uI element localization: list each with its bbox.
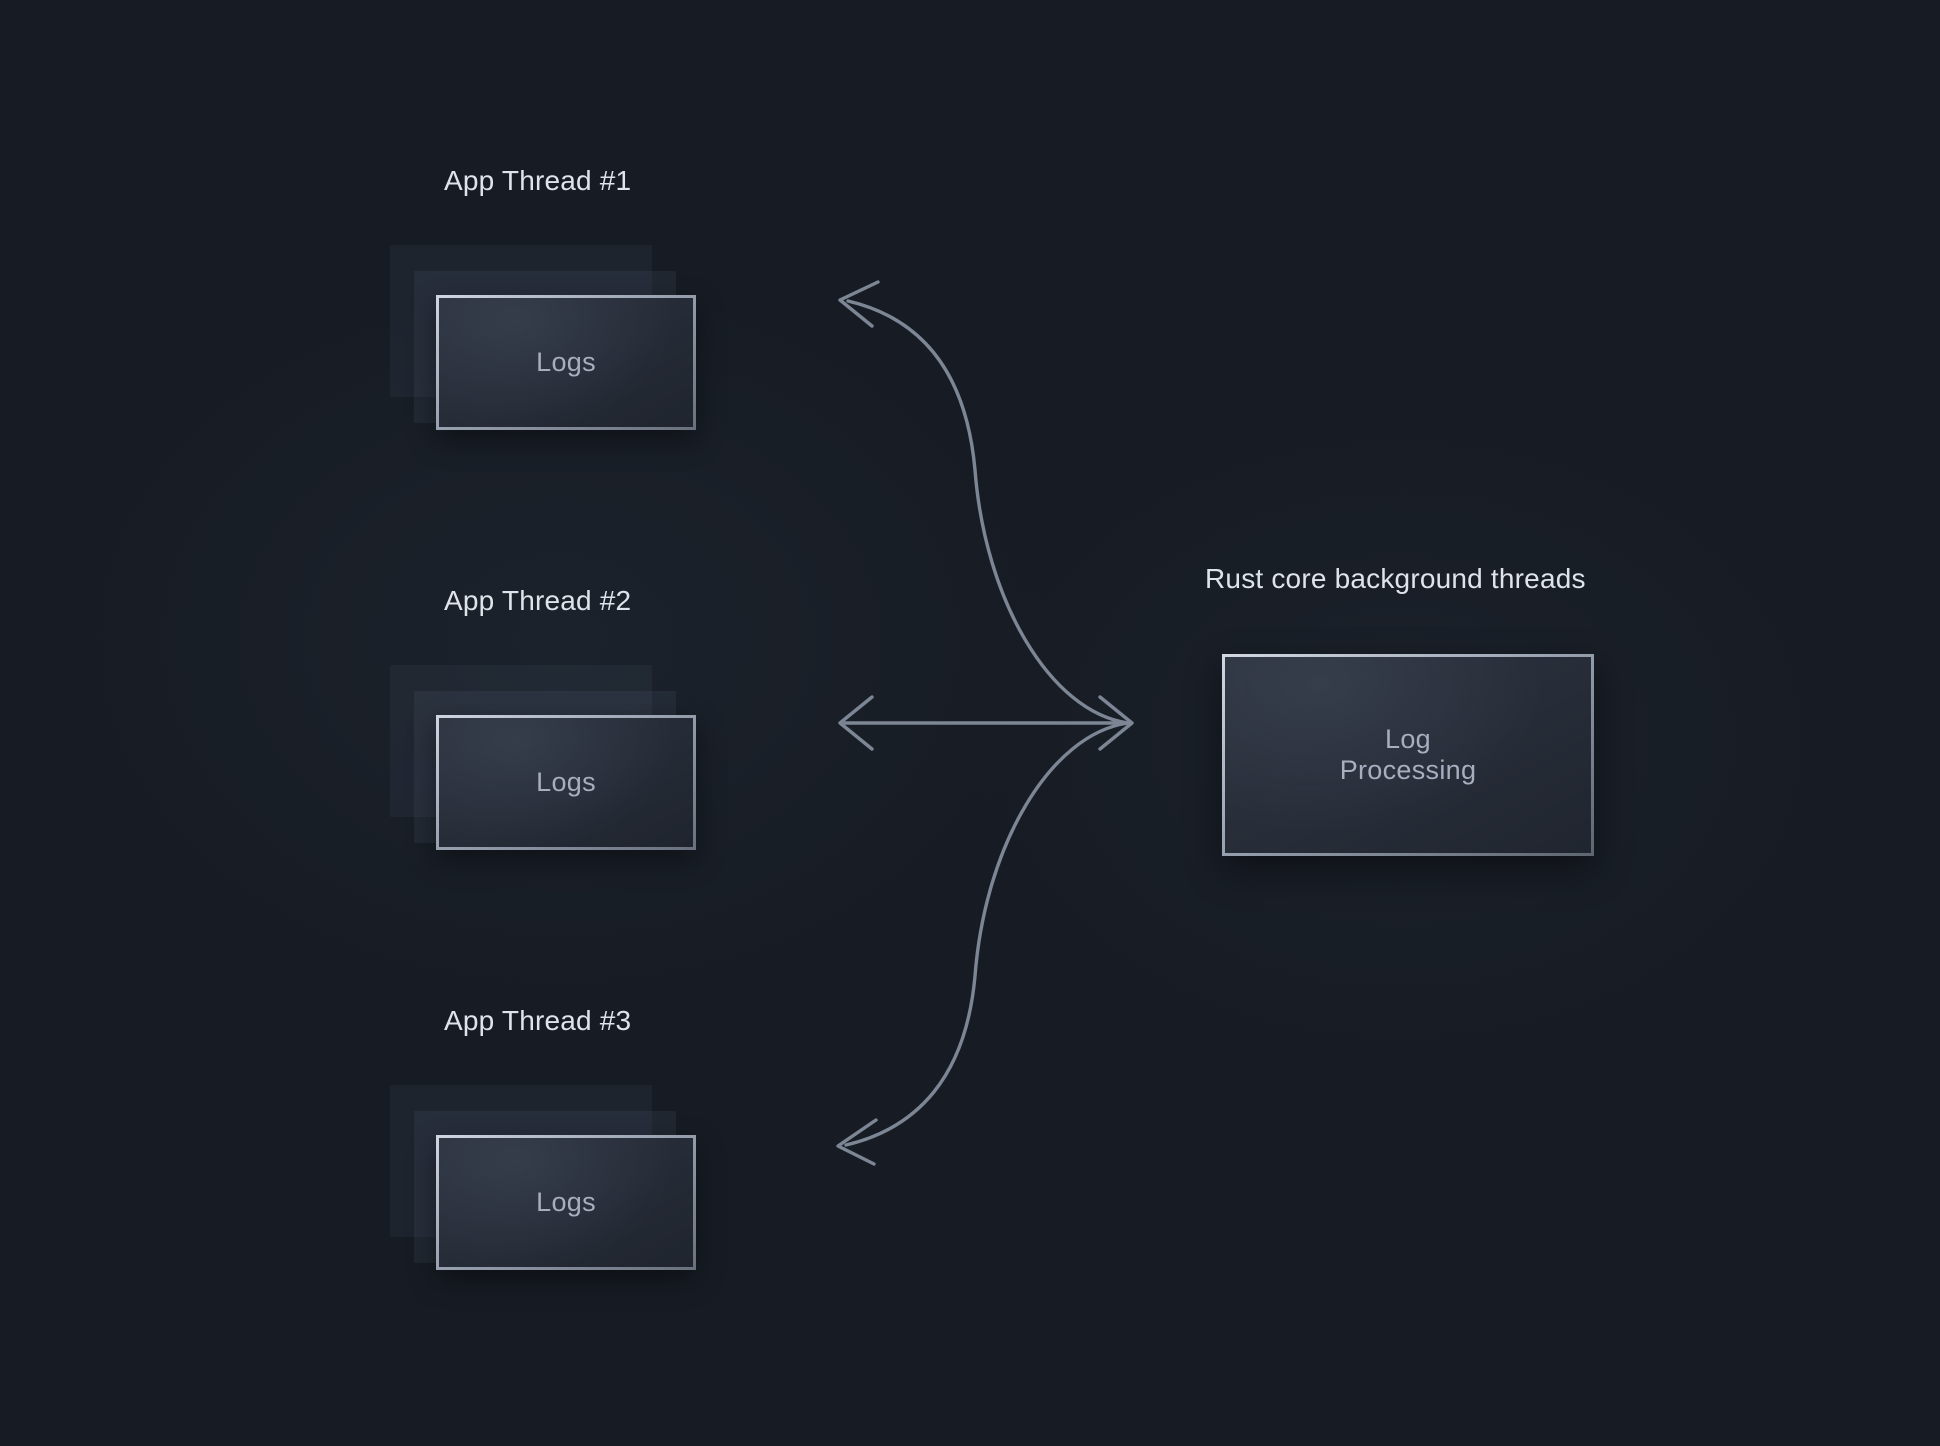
logs-card-3[interactable]: Logs	[436, 1135, 696, 1270]
logs-card-label: Logs	[536, 767, 596, 797]
logs-card-2[interactable]: Logs	[436, 715, 696, 850]
logs-card-label: Logs	[536, 1187, 596, 1217]
thread-card-stack-1: Logs	[390, 245, 710, 475]
logs-card-label: Logs	[536, 347, 596, 377]
core-group-label: Rust core background threads	[1205, 563, 1586, 594]
logs-card-1[interactable]: Logs	[436, 295, 696, 430]
curve-to-thread-1-icon	[838, 280, 1130, 725]
log-processing-line-2: Processing	[1339, 755, 1477, 785]
thread-label-1: App Thread #1	[444, 165, 632, 196]
thread-card-stack-3: Logs	[390, 1085, 710, 1315]
thread-label-3: App Thread #3	[444, 1005, 632, 1036]
curve-to-thread-3-icon	[836, 721, 1130, 1166]
log-processing-box[interactable]: Log Processing	[1222, 654, 1594, 856]
thread-label-2: App Thread #2	[444, 585, 632, 616]
thread-card-stack-2: Logs	[390, 665, 710, 895]
log-processing-label: Log Processing	[1340, 724, 1477, 787]
log-processing-line-1: Log	[1385, 723, 1431, 754]
straight-to-thread-2-icon	[838, 695, 1134, 751]
